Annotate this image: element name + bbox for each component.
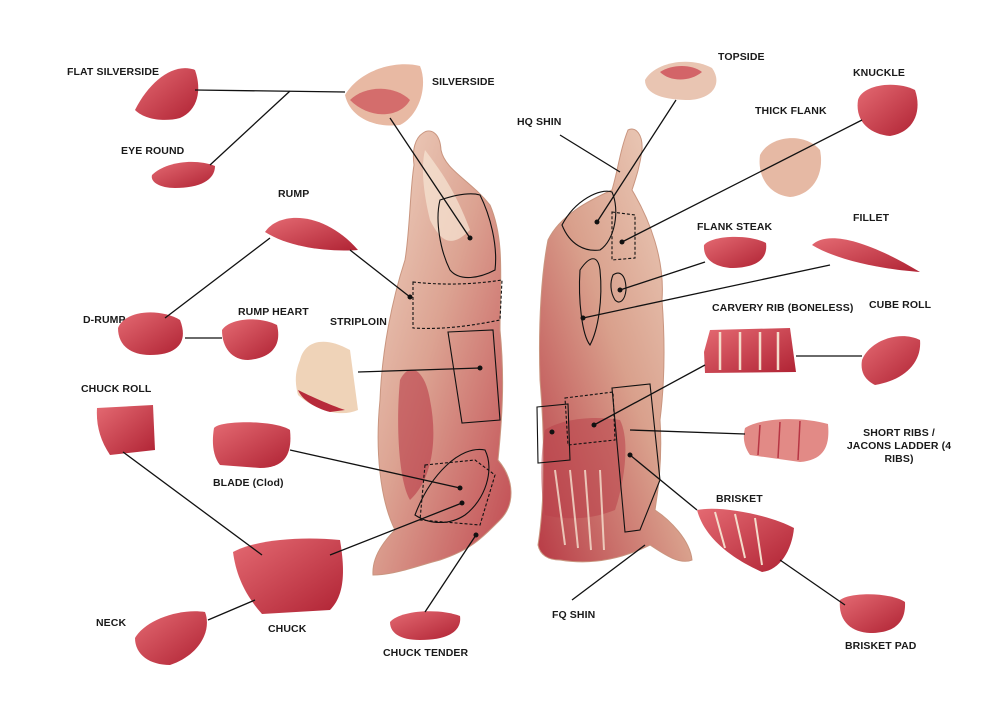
- right-knuckle-outline: [611, 211, 636, 261]
- label-eye-round: EYE ROUND: [121, 145, 185, 157]
- knuckle-piece: [857, 84, 918, 136]
- label-chuck-roll: CHUCK ROLL: [81, 383, 152, 395]
- label-thick-flank: THICK FLANK: [755, 105, 827, 117]
- right-topside-outline: [561, 190, 617, 251]
- right-carvery-rib-outline: [564, 391, 616, 446]
- right-carcass: [536, 128, 693, 563]
- silverside-piece-red: [350, 88, 410, 115]
- fillet-piece: [812, 238, 920, 272]
- chuck-tender-piece: [390, 611, 461, 640]
- label-topside: TOPSIDE: [718, 51, 765, 63]
- right-flank-outline: [578, 258, 602, 346]
- blade-piece: [212, 422, 291, 468]
- right-brisket-outline: [611, 383, 661, 533]
- label-chuck-tender: CHUCK TENDER: [383, 647, 469, 659]
- carvery-rib-piece: [704, 328, 796, 373]
- chuck-roll-piece: [96, 405, 155, 455]
- topside-piece-red: [660, 66, 702, 80]
- label-short-ribs: SHORT RIBS / JACONS LADDER (4 RIBS): [846, 427, 952, 465]
- label-cube-roll: CUBE ROLL: [869, 299, 932, 311]
- label-blade: BLADE (Clod): [213, 477, 284, 489]
- label-brisket-pad: BRISKET PAD: [845, 640, 917, 652]
- label-striploin: STRIPLOIN: [330, 316, 387, 328]
- label-rump: RUMP: [278, 188, 310, 200]
- cut-pieces-right: [645, 61, 921, 633]
- rump-piece: [265, 217, 358, 251]
- eye-round-piece: [151, 161, 215, 188]
- short-ribs-lines: [757, 420, 801, 461]
- brisket-pad-piece: [839, 594, 906, 633]
- label-flat-silverside: FLAT SILVERSIDE: [67, 66, 160, 78]
- label-fq-shin: FQ SHIN: [552, 609, 596, 621]
- label-chuck: CHUCK: [268, 623, 307, 635]
- left-silverside-outline: [437, 193, 497, 279]
- label-brisket: BRISKET: [716, 493, 763, 505]
- brisket-piece: [697, 508, 794, 572]
- label-neck: NECK: [96, 617, 127, 629]
- label-rump-heart: RUMP HEART: [238, 306, 309, 318]
- flank-steak-piece: [703, 236, 767, 268]
- label-hq-shin: HQ SHIN: [517, 116, 562, 128]
- left-chuck-tender-outline: [414, 448, 490, 524]
- right-carcass-ribs: [541, 418, 626, 519]
- flat-silverside-piece: [135, 68, 199, 120]
- label-silverside: SILVERSIDE: [432, 76, 495, 88]
- leader-lines: [122, 89, 863, 621]
- label-fillet: FILLET: [853, 212, 890, 224]
- label-flank-steak: FLANK STEAK: [697, 221, 773, 233]
- rump-heart-piece: [222, 319, 279, 360]
- short-ribs-piece: [743, 419, 829, 462]
- brisket-bones: [714, 511, 763, 566]
- left-carcass-fat-area: [422, 150, 470, 241]
- cut-pieces-left: [96, 64, 461, 665]
- label-knuckle: KNUCKLE: [853, 67, 906, 79]
- striploin-piece-red: [298, 390, 345, 412]
- right-fillet-outline: [610, 272, 627, 303]
- left-carcass: [372, 130, 512, 576]
- right-rib-bones: [554, 469, 605, 551]
- chuck-piece: [233, 538, 343, 614]
- d-rump-piece: [118, 312, 183, 355]
- right-short-ribs-outline: [536, 403, 571, 464]
- label-carvery-rib: CARVERY RIB (BONELESS): [712, 302, 854, 314]
- thick-flank-piece: [759, 138, 822, 197]
- neck-piece: [135, 611, 207, 665]
- left-striploin-outline: [447, 329, 501, 424]
- striploin-piece: [295, 341, 358, 414]
- left-blade-outline: [419, 459, 496, 526]
- label-d-rump: D-RUMP: [83, 314, 126, 326]
- carvery-rib-bones: [718, 332, 780, 370]
- cube-roll-piece: [861, 336, 921, 385]
